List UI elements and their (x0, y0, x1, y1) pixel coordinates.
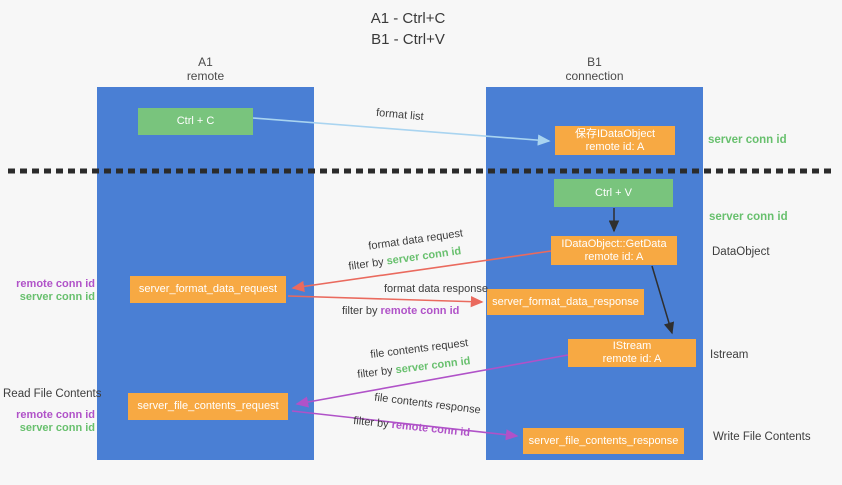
lifeline-a-id: A1 (198, 55, 213, 69)
lifeline-b-role: connection (565, 69, 624, 83)
istream-line2: remote id: A (602, 353, 662, 365)
format-list-label: format list (375, 106, 425, 124)
getdata-line1: IDataObject::GetData (561, 237, 667, 250)
file-response-filter-label: filter by remote conn id (353, 415, 471, 439)
ctrl-c-label: Ctrl + C (176, 115, 215, 127)
write-file-contents-label: Write File Contents (713, 431, 811, 443)
server-conn-id-text: server conn id (394, 355, 472, 377)
server-conn-id-label: server conn id (19, 291, 95, 303)
getdata-node: IDataObject::GetData remote id: A (551, 236, 677, 265)
lifeline-a-header: A1 remote (97, 55, 314, 83)
filter-by-text: filter by (356, 364, 397, 381)
istream-side-label: Istream (710, 349, 749, 361)
format-response-filter-label: filter by remote conn id (342, 305, 459, 317)
server-format-data-response-label: server_format_data_response (492, 295, 639, 308)
lifeline-b-id: B1 (587, 55, 602, 69)
diagram-title: A1 - Ctrl+C B1 - Ctrl+V (308, 8, 508, 50)
istream-node: IStream remote id: A (568, 339, 696, 367)
title-line-a: A1 - Ctrl+C (370, 10, 446, 27)
server-file-contents-request-node: server_file_contents_request (128, 393, 288, 420)
istream-line1: IStream (612, 340, 652, 352)
filter-by-text: filter by (342, 305, 381, 317)
remote-conn-id-label: remote conn id (16, 409, 95, 421)
remote-conn-id-label: remote conn id (16, 278, 95, 290)
ctrl-v-node: Ctrl + V (554, 179, 673, 207)
server-file-contents-request-label: server_file_contents_request (137, 400, 279, 412)
save-idataobject-line1: 保存IDataObject (574, 127, 656, 140)
format-data-response-label: format data response (384, 283, 488, 295)
remote-conn-id-text: remote conn id (380, 305, 460, 317)
ctrl-v-label: Ctrl + V (595, 186, 632, 199)
filter-by-text: filter by (347, 255, 388, 273)
server-file-contents-response-node: server_file_contents_response (523, 428, 684, 454)
file-conn-id-pair: remote conn id server conn id (0, 409, 95, 435)
format-data-response-arrow (287, 295, 484, 308)
server-conn-id-label: server conn id (19, 422, 95, 434)
lifeline-a-role: remote (186, 69, 225, 83)
ctrl-c-node: Ctrl + C (138, 108, 253, 135)
file-contents-response-label: file contents response (373, 391, 482, 417)
save-idataobject-line2: remote id: A (585, 140, 645, 153)
title-line-b: B1 - Ctrl+V (371, 31, 445, 48)
getdata-line2: remote id: A (584, 250, 644, 263)
read-file-contents-label: Read File Contents (3, 388, 102, 400)
server-conn-id-mid-label: server conn id (709, 211, 788, 223)
lifeline-b-header: B1 connection (486, 55, 703, 83)
server-file-contents-response-label: server_file_contents_response (528, 434, 679, 447)
server-conn-id-top-label: server conn id (708, 134, 787, 146)
server-format-data-response-node: server_format_data_response (487, 289, 644, 315)
dataobject-label: DataObject (712, 246, 770, 258)
remote-conn-id-text: remote conn id (390, 418, 471, 440)
format-request-filter-label: filter by server conn id (348, 245, 462, 273)
format-conn-id-pair: remote conn id server conn id (0, 278, 95, 304)
save-idataobject-node: 保存IDataObject remote id: A (555, 126, 675, 155)
server-format-data-request-label: server_format_data_request (138, 283, 278, 295)
filter-by-text: filter by (352, 414, 393, 431)
server-format-data-request-node: server_format_data_request (130, 276, 286, 303)
